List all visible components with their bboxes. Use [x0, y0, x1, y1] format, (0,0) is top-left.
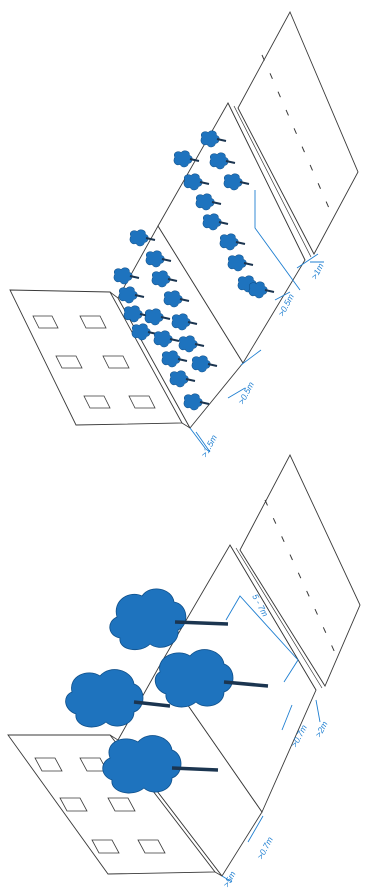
shrub-icon: [161, 350, 188, 368]
shrub-icon: [202, 213, 229, 231]
shrub-icon: [129, 229, 156, 247]
label-building-setback: >1.5m: [199, 433, 219, 459]
window: [79, 315, 107, 329]
window: [128, 395, 156, 409]
shrub-icon: [183, 173, 210, 191]
shrub-icon: [118, 286, 145, 304]
bottom-building: [7, 734, 223, 877]
label-shrub-row-gap: >0.5m: [236, 380, 256, 406]
shrub-icon: [219, 233, 246, 251]
top-road-surface: [237, 10, 359, 255]
shrub-icon: [209, 152, 236, 170]
label-road-edge: >2m: [313, 719, 330, 739]
top-road-lane-marks: [261, 54, 333, 216]
window: [32, 315, 59, 329]
top-shrubs: [113, 130, 275, 411]
window: [91, 839, 120, 854]
shrub-icon: [145, 250, 172, 268]
tree-icon: [65, 669, 171, 728]
window: [137, 839, 166, 854]
bottom-section: >5m >0.7m 5 - 7m >0.7m >2m: [7, 453, 361, 889]
label-road-edge: >1m: [309, 261, 326, 281]
bottom-dimensions: [221, 595, 321, 883]
shrub-icon: [200, 130, 227, 148]
building-windows: [32, 315, 156, 409]
shrub-icon: [173, 150, 200, 168]
bottom-trees: [65, 588, 269, 794]
shrub-icon: [163, 290, 190, 308]
label-tree-gap: >0.7m: [255, 835, 275, 861]
shrub-icon: [169, 370, 196, 388]
shrub-icon: [153, 330, 180, 348]
shrub-icon: [195, 193, 222, 211]
shrub-icon: [191, 355, 218, 373]
top-section: >1.5m >0.5m >0.5m >1m: [9, 10, 359, 459]
tree-icon: [102, 735, 219, 794]
shrub-icon: [178, 335, 205, 353]
shrub-icon: [151, 270, 178, 288]
building-windows: [34, 757, 166, 854]
window: [107, 797, 136, 812]
window: [55, 355, 83, 369]
shrub-icon: [113, 267, 140, 285]
top-dimensions: [189, 190, 324, 453]
window: [102, 355, 130, 369]
window: [59, 797, 88, 812]
shrub-icon: [223, 173, 250, 191]
shrub-icon: [144, 308, 171, 326]
shrub-icon: [171, 313, 198, 331]
shrub-icon: [183, 393, 210, 411]
shrub-icon: [227, 254, 254, 272]
window: [83, 395, 111, 409]
shrub-icon: [248, 281, 275, 299]
tree-icon: [109, 588, 229, 651]
window: [34, 757, 63, 772]
bottom-road-surface: [239, 453, 361, 687]
tree-icon: [154, 649, 269, 708]
bottom-road-lane-marks: [264, 499, 337, 656]
